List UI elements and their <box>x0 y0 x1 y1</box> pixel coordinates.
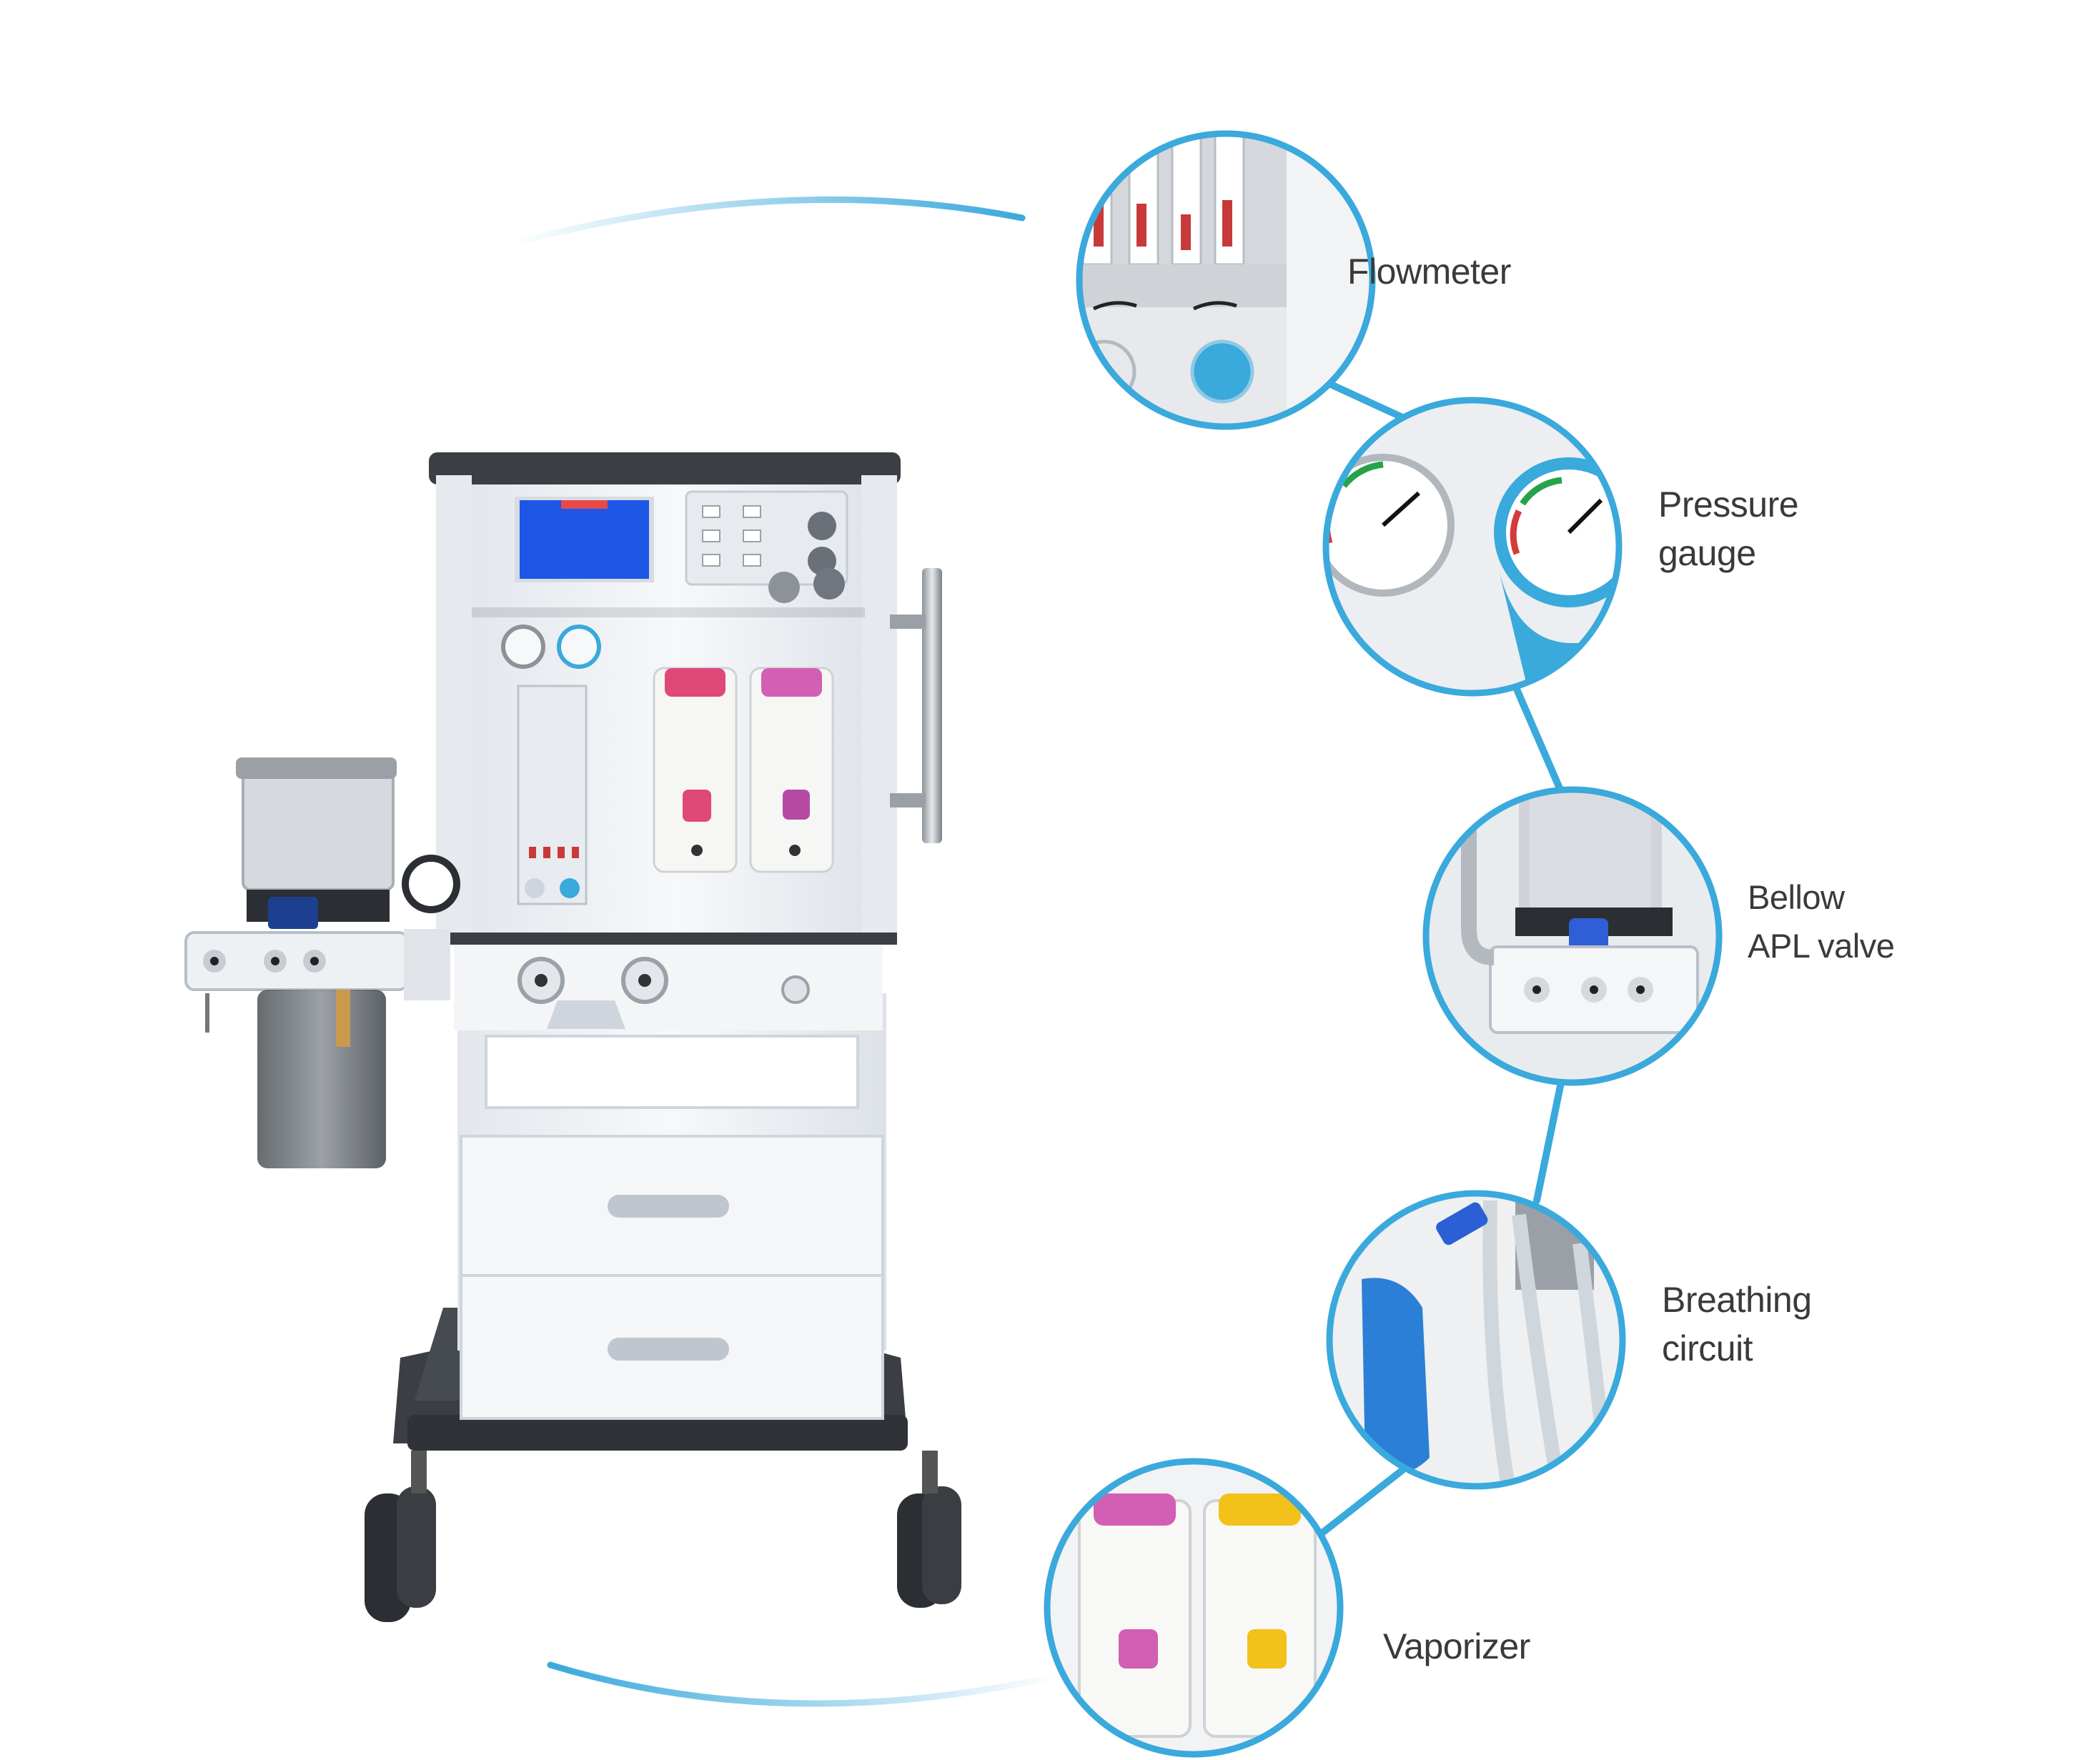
pressure-gauge-label-line: gauge <box>1658 533 1756 573</box>
flowmeter-label: Flowmeter <box>1347 247 1511 296</box>
wheel-icon <box>897 1451 961 1608</box>
bellow-apl-label: Bellow APL valve <box>1748 873 1895 970</box>
bellow-label-line: Bellow <box>1748 878 1845 916</box>
breathing-circuit-label-line: Breathing <box>1662 1280 1812 1320</box>
vaporizer-pink <box>653 667 738 873</box>
vaporizer-label: Vaporizer <box>1383 1622 1530 1671</box>
bellow-detail-image <box>1422 786 1723 1086</box>
vaporizer-label-line: Vaporizer <box>1383 1626 1530 1666</box>
pressure-gauge-detail-image <box>1322 397 1623 697</box>
pressure-gauge-label-line: Pressure <box>1658 484 1799 524</box>
vaporizer-magenta <box>749 667 834 873</box>
flowmeter-label-line: Flowmeter <box>1347 252 1511 292</box>
breathing-circuit-label-line: circuit <box>1662 1328 1753 1368</box>
pressure-gauge-label: Pressure gauge <box>1658 480 1799 577</box>
anesthesia-machine <box>184 452 961 1622</box>
wheel-icon <box>365 1451 436 1622</box>
breathing-circuit-detail-image <box>1326 1190 1626 1490</box>
breathing-circuit-label: Breathing circuit <box>1662 1276 1812 1373</box>
flowmeter-detail-image <box>1076 130 1376 430</box>
vaporizer-detail-image <box>1044 1458 1344 1758</box>
apl-valve-label-line: APL valve <box>1748 927 1895 965</box>
